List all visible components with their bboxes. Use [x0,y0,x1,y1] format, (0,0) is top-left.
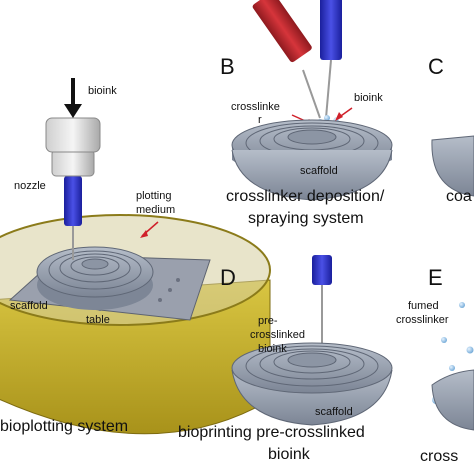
crosslinker-label-1: crosslinke [231,101,280,113]
panel-b [231,0,393,201]
panel-e [431,302,474,431]
caption-d-line-2: bioink [268,446,310,463]
fumed-crosslinker-label-2: crosslinker [396,314,449,326]
caption-d-line-1: bioprinting pre-crosslinked [178,424,365,441]
dish-rim [0,214,271,326]
bioink-label-b: bioink [354,92,383,104]
caption-c-partial: coa [446,188,472,205]
panel-letter-e: E [428,265,443,290]
caption-b-line-2: spraying system [248,210,364,227]
plotting-medium-label-1: plotting [136,190,172,202]
pre-crosslinked-label-3: bioink [258,343,287,355]
panel-letter-b: B [220,54,235,79]
crosslinker-label-2: r [258,114,262,126]
table-label: table [86,314,110,326]
panel-d [231,255,393,426]
scaffold-label-a: scaffold [10,300,48,312]
caption-e-partial: cross [420,448,459,465]
pre-crosslinked-label-1: pre- [258,315,278,327]
caption-b-line-1: crosslinker deposition/ [226,188,385,205]
panel-c [431,135,474,197]
panel-letter-d: D [220,265,236,290]
scaffold-label-d: scaffold [315,406,353,418]
nozzle-label: nozzle [14,180,46,192]
scaffold-label-b: scaffold [300,165,338,177]
fumed-crosslinker-label-1: fumed [408,300,439,312]
plotting-medium-label-2: medium [136,204,176,216]
bioink-label-a: bioink [88,85,117,97]
caption-a: bioplotting system [0,418,129,435]
panel-letter-c: C [428,54,444,79]
pre-crosslinked-label-2: crosslinked [250,329,306,341]
panel-a [0,78,271,435]
